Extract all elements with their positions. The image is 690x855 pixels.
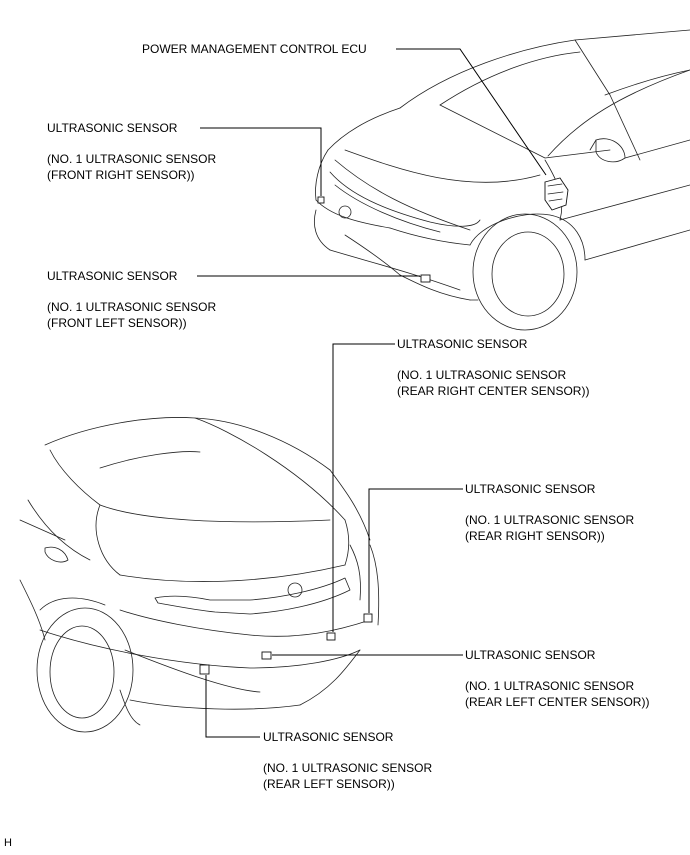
- front-car-illustration: [313, 29, 690, 331]
- front-right-sensor-label: ULTRASONIC SENSOR: [47, 121, 178, 135]
- rear-left-sensor-subtitle-2: (REAR LEFT SENSOR)): [263, 777, 395, 791]
- front-right-leader-line: [200, 127, 322, 196]
- rear-right-leader-line: [368, 488, 463, 613]
- rear-right-center-leader-line: [332, 343, 395, 632]
- ecu-label: POWER MANAGEMENT CONTROL ECU: [142, 42, 367, 56]
- rear-car-illustration: [19, 417, 380, 733]
- figure-code: H: [4, 837, 12, 849]
- ecu-leader-line: [396, 48, 547, 176]
- rear-left-center-sensor-subtitle-2: (REAR LEFT CENTER SENSOR)): [465, 695, 650, 709]
- rear-left-center-sensor-label: ULTRASONIC SENSOR: [465, 648, 596, 662]
- rear-right-sensor-subtitle-1: (NO. 1 ULTRASONIC SENSOR: [465, 513, 635, 527]
- front-right-sensor-subtitle-2: (FRONT RIGHT SENSOR)): [47, 168, 195, 182]
- rear-left-sensor-icon: [199, 664, 210, 675]
- rear-right-center-sensor-icon: [326, 632, 336, 641]
- rear-right-center-sensor-label: ULTRASONIC SENSOR: [397, 337, 528, 351]
- front-left-sensor-subtitle-2: (FRONT LEFT SENSOR)): [47, 316, 187, 330]
- front-right-sensor-subtitle-1: (NO. 1 ULTRASONIC SENSOR: [47, 152, 217, 166]
- rear-right-sensor-icon: [363, 613, 373, 623]
- rear-right-sensor-label: ULTRASONIC SENSOR: [465, 482, 596, 496]
- rear-left-center-sensor-icon: [261, 651, 272, 660]
- rear-right-sensor-subtitle-2: (REAR RIGHT SENSOR)): [465, 529, 605, 543]
- rear-right-center-sensor-subtitle-1: (NO. 1 ULTRASONIC SENSOR: [397, 368, 567, 382]
- rear-right-center-sensor-subtitle-2: (REAR RIGHT CENTER SENSOR)): [397, 384, 590, 398]
- front-left-sensor-subtitle-1: (NO. 1 ULTRASONIC SENSOR: [47, 300, 217, 314]
- rear-left-sensor-label: ULTRASONIC SENSOR: [263, 730, 394, 744]
- rear-left-sensor-subtitle-1: (NO. 1 ULTRASONIC SENSOR: [263, 761, 433, 775]
- ecu-part-icon: [544, 177, 569, 211]
- rear-left-center-sensor-subtitle-1: (NO. 1 ULTRASONIC SENSOR: [465, 679, 635, 693]
- front-left-sensor-icon: [420, 274, 431, 283]
- front-right-sensor-icon: [317, 196, 325, 204]
- rear-left-leader-line: [205, 675, 260, 738]
- front-left-sensor-label: ULTRASONIC SENSOR: [47, 269, 178, 283]
